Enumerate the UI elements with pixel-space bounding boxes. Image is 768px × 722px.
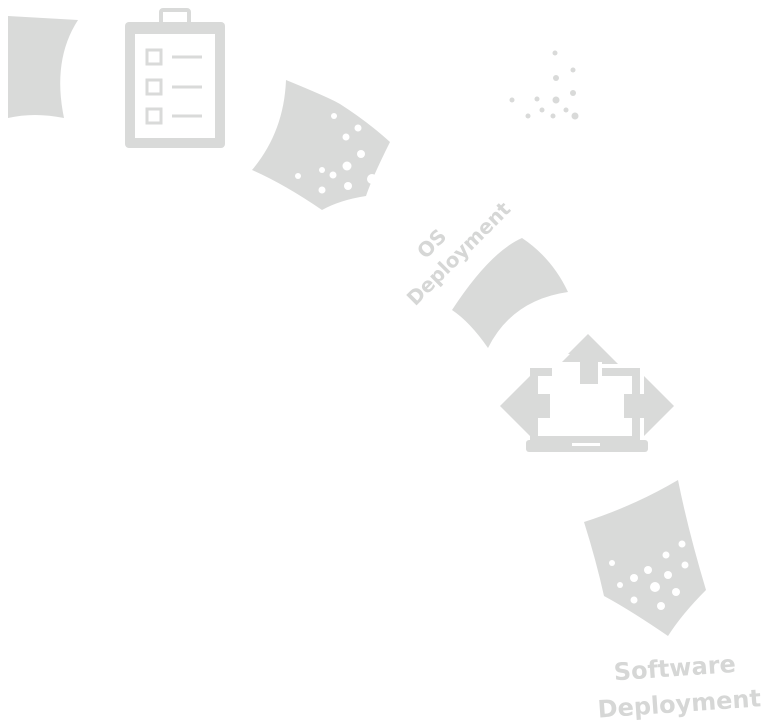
dot-cluster-icon	[509, 50, 579, 120]
laptop-deploy-icon	[500, 334, 674, 452]
flow-segment-middle	[452, 238, 568, 348]
software-deployment-line1: Software	[613, 650, 737, 686]
flow-segment-dotted-1	[252, 80, 390, 210]
software-deployment-line2: Deployment	[597, 684, 762, 722]
flow-segment-top-left	[8, 16, 78, 118]
software-deployment-label: Software Deployment	[597, 650, 762, 722]
flow-segment-dotted-2	[584, 480, 706, 636]
clipboard-checklist-icon	[125, 8, 225, 148]
